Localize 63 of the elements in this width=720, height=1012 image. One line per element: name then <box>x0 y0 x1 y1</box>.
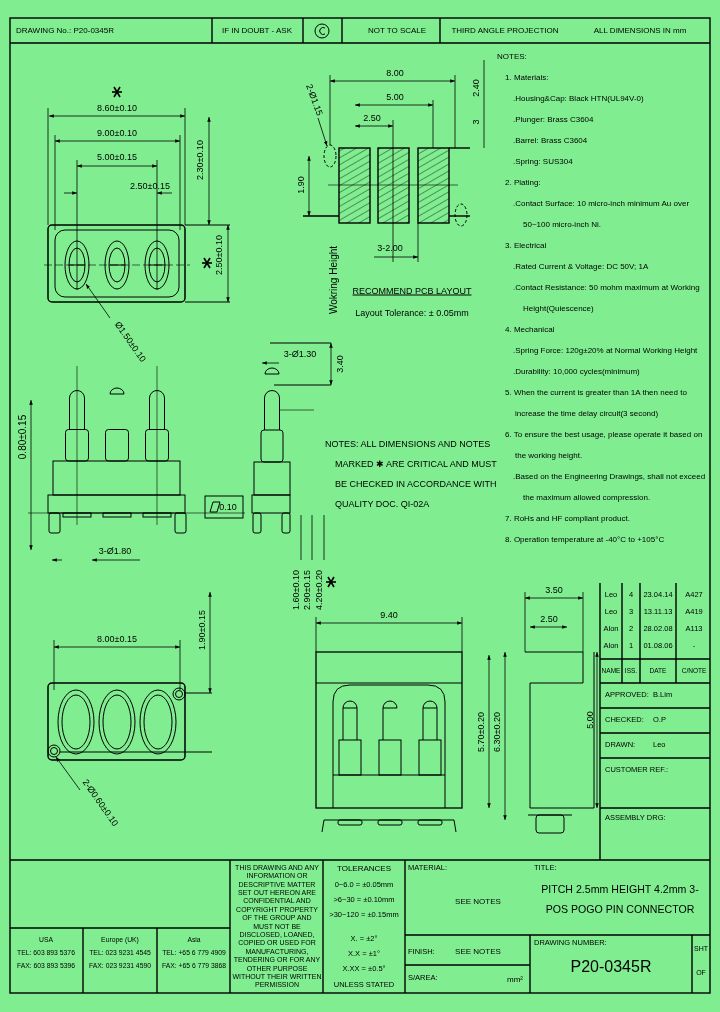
dimension-label: 5.70±0.20 <box>476 712 486 752</box>
dimension-label: 6.30±0.20 <box>492 712 502 752</box>
note-text: NOTES: <box>497 50 528 63</box>
note-text: 8. Operation temperature at -40°C to +105°C <box>505 533 666 546</box>
note-text: 5. When the current is greater than 1A then need to increase the time delay circuit(3 second) <box>505 386 688 420</box>
dimension-label: 0.80±0.15 <box>18 414 28 460</box>
note-text: .Spring Force: 120g±20% at Normal Working Height <box>513 344 699 357</box>
title-block-text: mm² <box>507 976 523 984</box>
note-text: 4. Mechanical <box>505 323 556 336</box>
note-text: .Durability: 10,000 cycles(minimum) <box>513 365 641 378</box>
header-text: IF IN DOUBT - ASK <box>221 27 293 35</box>
note-text: .Contact Surface: 10 micro-inch minimum Au over 50~100 micro-inch Ni. <box>513 197 691 231</box>
dimension-label: 8.60±0.10 <box>97 103 137 113</box>
note-text: .Plunger: Brass C3604 <box>513 113 595 126</box>
note-text: .Barrel: Brass C3604 <box>513 134 589 147</box>
dimension-label: 3-Ø1.30 <box>283 349 317 359</box>
dimension-label: 1.60±0.10 <box>291 570 301 610</box>
note-text: .Housing&Cap: Black HTN(UL94V-0) <box>513 92 645 105</box>
note-text: NOTES: ALL DIMENSIONS AND NOTES MARKED ✱ ARE CRITICAL AND MUST BE CHECKED IN ACCORDANCE WITH QUALITY DOC. QI-02A <box>325 438 498 511</box>
dimension-label: Wokring Height <box>329 245 339 315</box>
title-block-text: SEE NOTES <box>455 898 501 906</box>
dimension-label: 2.90±0.15 <box>302 570 312 610</box>
dimension-label: 5.00±0.15 <box>97 152 137 162</box>
dimension-label: 3.40 <box>335 355 345 373</box>
dimension-label: 9.00±0.10 <box>97 128 137 138</box>
dimension-label: 8.00 <box>386 68 404 78</box>
dimension-label: 5.00 <box>585 711 595 729</box>
title-block-text: TOLERANCES <box>336 865 392 873</box>
dimension-label: 2.50 <box>363 113 381 123</box>
note-text: Layout Tolerance: ± 0.05mm <box>355 308 469 318</box>
dimension-label: 5.00 <box>386 92 404 102</box>
header-text: THIRD ANGLE PROJECTION <box>451 27 559 35</box>
dimension-label: 3-Ø1.80 <box>98 546 132 556</box>
dimension-label: 2.50 <box>540 614 558 624</box>
header-text: NOT TO SCALE <box>367 27 427 35</box>
dimension-label: 8.00±0.15 <box>97 634 137 644</box>
note-text: 6. To ensure the best usage, please operate it based on the working height. <box>505 428 704 462</box>
dimension-label: 2.50±0.15 <box>130 181 170 191</box>
dimension-label: 3 <box>471 119 481 125</box>
dimension-label: 2.50±0.10 <box>214 235 224 275</box>
note-text: 7. RoHs and HF compliant product. <box>505 512 631 525</box>
dimension-label: 2.30±0.10 <box>195 140 205 180</box>
header-text: DRAWING No.: P20-0345R <box>16 27 114 35</box>
note-text: 3. Electrical <box>505 239 548 252</box>
note-text: .Contact Resistance: 50 mohm maximum at Working Height(Quiescence) <box>513 281 701 315</box>
dimension-label: 1.90 <box>296 176 306 194</box>
dimension-label: 2.40 <box>471 79 481 97</box>
note-text: 2. Plating: <box>505 176 542 189</box>
note-text: .Spring: SUS304 <box>513 155 574 168</box>
flatness-tolerance-value: 0.10 <box>219 502 237 512</box>
dimension-label: 4.20±0.20 <box>314 570 324 610</box>
drawing-number: P20-0345R <box>570 959 652 975</box>
dimension-label: 9.40 <box>380 610 398 620</box>
note-text: 1. Materials: <box>505 71 550 84</box>
layout-heading: RECOMMEND PCB LAYOUT <box>352 286 472 296</box>
dimension-label: 3.50 <box>545 585 563 595</box>
title-block-text: SEE NOTES <box>455 948 501 956</box>
drawing-title: PITCH 2.5mm HEIGHT 4.2mm 3-POS POGO PIN CONNECTOR <box>540 882 700 917</box>
header-text: ALL DIMENSIONS IN mm <box>593 27 687 35</box>
note-text: .Rated Current & Voltage: DC 50V; 1A <box>513 260 650 273</box>
note-text: .Based on the Engineering Drawings, shall not exceed the maximum allowed compression. <box>513 470 706 504</box>
dimension-label: 3-2.00 <box>377 243 403 253</box>
dimension-label: 1.90±0.15 <box>197 610 207 650</box>
